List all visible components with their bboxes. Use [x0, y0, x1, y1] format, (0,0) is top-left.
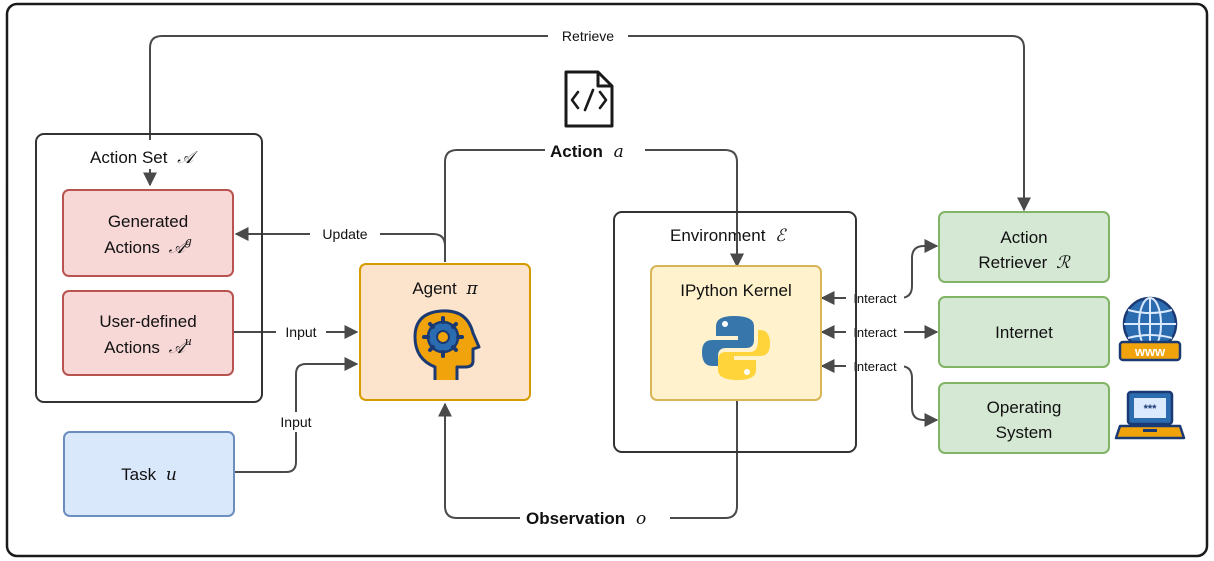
- head-gear-icon: [413, 309, 481, 380]
- environment-title: Environment ℰ: [670, 226, 787, 246]
- operating-system-line1: Operating: [987, 398, 1062, 417]
- operating-system-box: [938, 382, 1110, 454]
- agent-label: Agent π: [412, 279, 478, 299]
- user-defined-actions-line2: Actions 𝒜u: [104, 335, 192, 358]
- input-label-top: Input: [285, 324, 316, 340]
- action-retriever-box: [938, 211, 1110, 283]
- interact-arrow-retriever: [820, 239, 939, 305]
- interact-arrow-os: [820, 359, 939, 427]
- action-label: Action a: [550, 142, 624, 162]
- task-label: Task u: [121, 465, 177, 485]
- code-file-icon: [564, 70, 614, 128]
- www-text: www: [1134, 344, 1166, 359]
- generated-actions-line1: Generated: [108, 212, 188, 231]
- generated-actions-box: [62, 189, 234, 277]
- ipython-kernel-label: IPython Kernel: [680, 281, 792, 300]
- python-logo-icon: [702, 316, 770, 380]
- interact-label-3: Interact: [853, 359, 897, 374]
- user-defined-actions-box: [62, 290, 234, 376]
- input-label-bottom: Input: [280, 414, 311, 430]
- action-set-title: Action Set 𝒜: [90, 148, 198, 168]
- interact-label-1: Interact: [853, 291, 897, 306]
- laptop-icon: ***: [1114, 390, 1186, 440]
- generated-actions-line2: Actions 𝒜g: [104, 235, 192, 258]
- user-defined-actions-line1: User-defined: [99, 312, 196, 331]
- observation-label: Observation o: [526, 509, 646, 529]
- action-retriever-line2: Retriever ℛ: [978, 253, 1071, 273]
- action-retriever-line1: Action: [1000, 228, 1047, 247]
- internet-box: [938, 296, 1110, 368]
- internet-label: Internet: [995, 323, 1053, 342]
- update-label: Update: [322, 226, 367, 242]
- action-set-box: [35, 133, 263, 403]
- update-arrow: [234, 227, 446, 262]
- operating-system-line2: System: [996, 423, 1053, 442]
- interact-label-2: Interact: [853, 325, 897, 340]
- task-box: [63, 431, 235, 517]
- globe-www-icon: www: [1118, 296, 1182, 362]
- retrieve-label: Retrieve: [562, 28, 614, 44]
- svg-text:***: ***: [1144, 403, 1158, 415]
- environment-box: [613, 211, 857, 453]
